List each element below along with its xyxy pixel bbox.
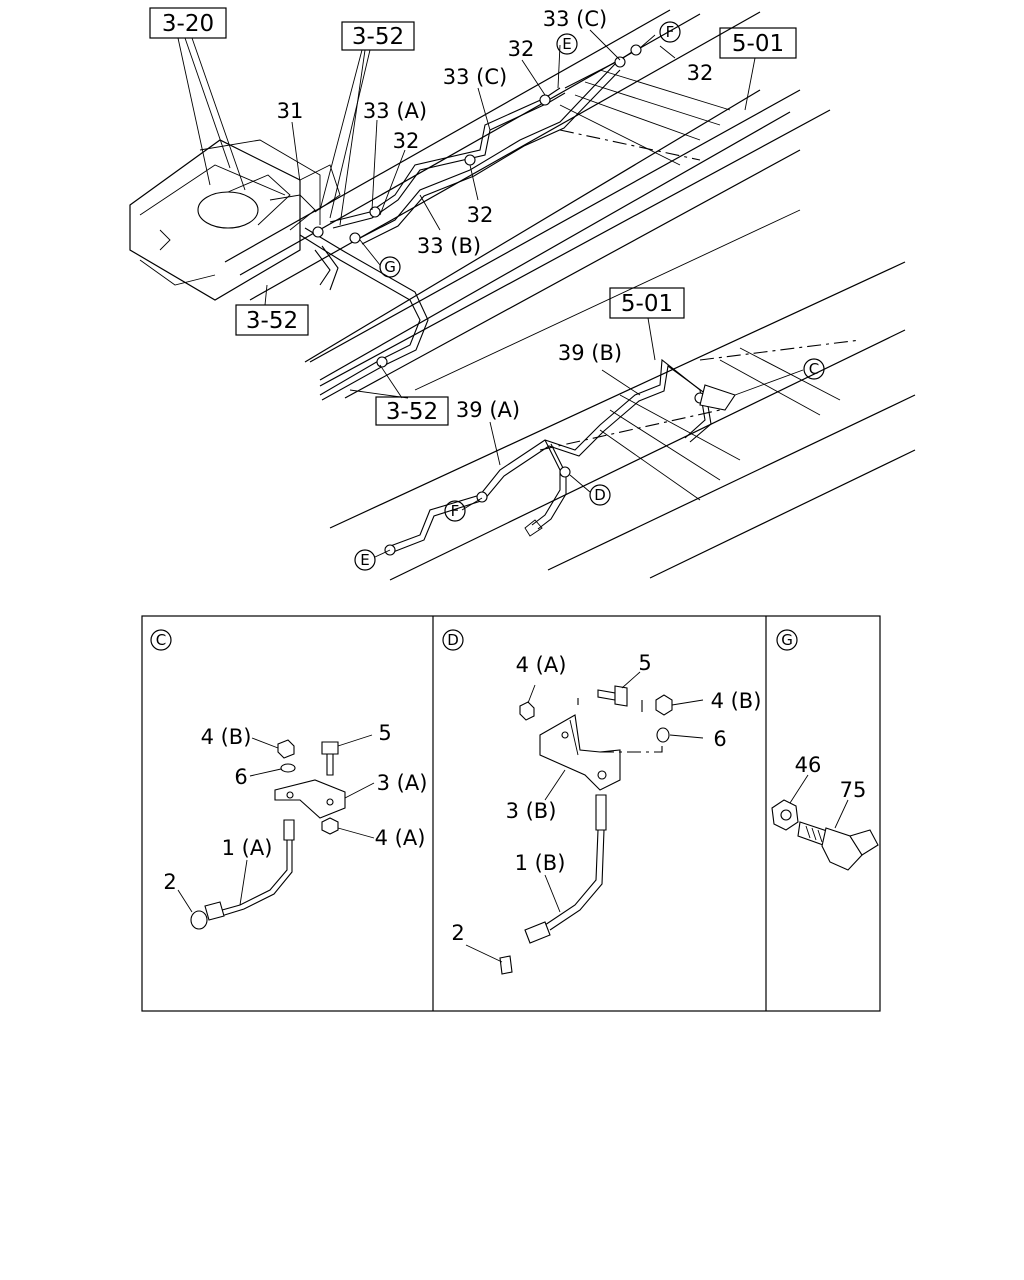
detail-c-4a: 4 (A) [375, 826, 426, 850]
detail-d-2: 2 [451, 921, 464, 945]
detail-c-2: 2 [163, 870, 176, 894]
marker-e-mid: E [354, 549, 376, 571]
detail-d-5: 5 [638, 651, 651, 675]
ref-box-5-01-top: 5-01 [719, 27, 797, 59]
marker-f-top: F [659, 21, 681, 43]
detail-g-title: G [781, 631, 793, 649]
detail-g-75: 75 [840, 778, 867, 802]
detail-c-3a: 3 (A) [377, 771, 428, 795]
detail-panels-frame [141, 615, 881, 1012]
callout-31: 31 [277, 99, 304, 123]
detail-c-5: 5 [378, 721, 391, 745]
svg-text:F: F [451, 502, 460, 520]
svg-text:E: E [360, 551, 369, 569]
ref-box-3-52-top: 3-52 [341, 21, 415, 51]
marker-d-mid: D [589, 484, 611, 506]
ref-box-5-01-mid-label: 5-01 [621, 291, 673, 317]
callout-33a: 33 (A) [363, 99, 427, 123]
callout-32-d: 32 [467, 203, 494, 227]
svg-text:G: G [384, 258, 396, 276]
callout-39b: 39 (B) [558, 341, 622, 365]
detail-d-3b: 3 (B) [506, 799, 557, 823]
ref-box-3-52-mid-label: 3-52 [386, 399, 438, 425]
detail-c-panel: C 4 (B) 5 6 3 (A) 4 (A) 1 (A) 2 [150, 629, 428, 930]
detail-c-title: C [156, 631, 166, 649]
marker-g-top: G [379, 256, 401, 278]
detail-d-panel: D 4 (A) 5 4 (B) 6 3 (B) 1 [442, 629, 762, 975]
callout-33c-left: 33 (C) [443, 65, 507, 89]
detail-c-1a: 1 (A) [222, 836, 273, 860]
callout-32-c: 32 [687, 61, 714, 85]
detail-d-6: 6 [713, 727, 726, 751]
ref-box-3-20: 3-20 [149, 7, 227, 39]
ref-box-5-01-mid: 5-01 [609, 287, 685, 319]
callout-32-a: 32 [393, 129, 420, 153]
ref-box-3-52-mid: 3-52 [375, 396, 449, 426]
upper-frame-assembly [129, 9, 801, 401]
callout-32-b: 32 [508, 37, 535, 61]
callout-33c-top: 33 (C) [543, 7, 607, 31]
marker-e-top: E [556, 33, 578, 55]
svg-text:C: C [809, 360, 819, 378]
detail-d-title: D [447, 631, 459, 649]
detail-d-1b: 1 (B) [515, 851, 566, 875]
detail-d-4a: 4 (A) [516, 653, 567, 677]
detail-c-4b: 4 (B) [201, 725, 252, 749]
svg-text:E: E [562, 35, 571, 53]
detail-g-panel: G 46 75 [771, 629, 879, 871]
callout-33b: 33 (B) [417, 234, 481, 258]
detail-c-6: 6 [234, 765, 247, 789]
ref-box-3-52-left-label: 3-52 [246, 308, 298, 334]
callout-39a: 39 (A) [456, 398, 520, 422]
detail-g-46: 46 [795, 753, 822, 777]
lower-frame-assembly [309, 89, 916, 581]
marker-f-mid: F [444, 500, 466, 522]
ref-box-3-52-top-label: 3-52 [352, 24, 404, 50]
svg-text:D: D [594, 486, 606, 504]
ref-box-3-52-left: 3-52 [235, 304, 309, 336]
detail-d-4b: 4 (B) [711, 689, 762, 713]
ref-box-5-01-top-label: 5-01 [732, 31, 784, 57]
marker-c-mid: C [803, 358, 825, 380]
svg-text:F: F [666, 23, 675, 41]
ref-box-3-20-label: 3-20 [162, 11, 214, 37]
